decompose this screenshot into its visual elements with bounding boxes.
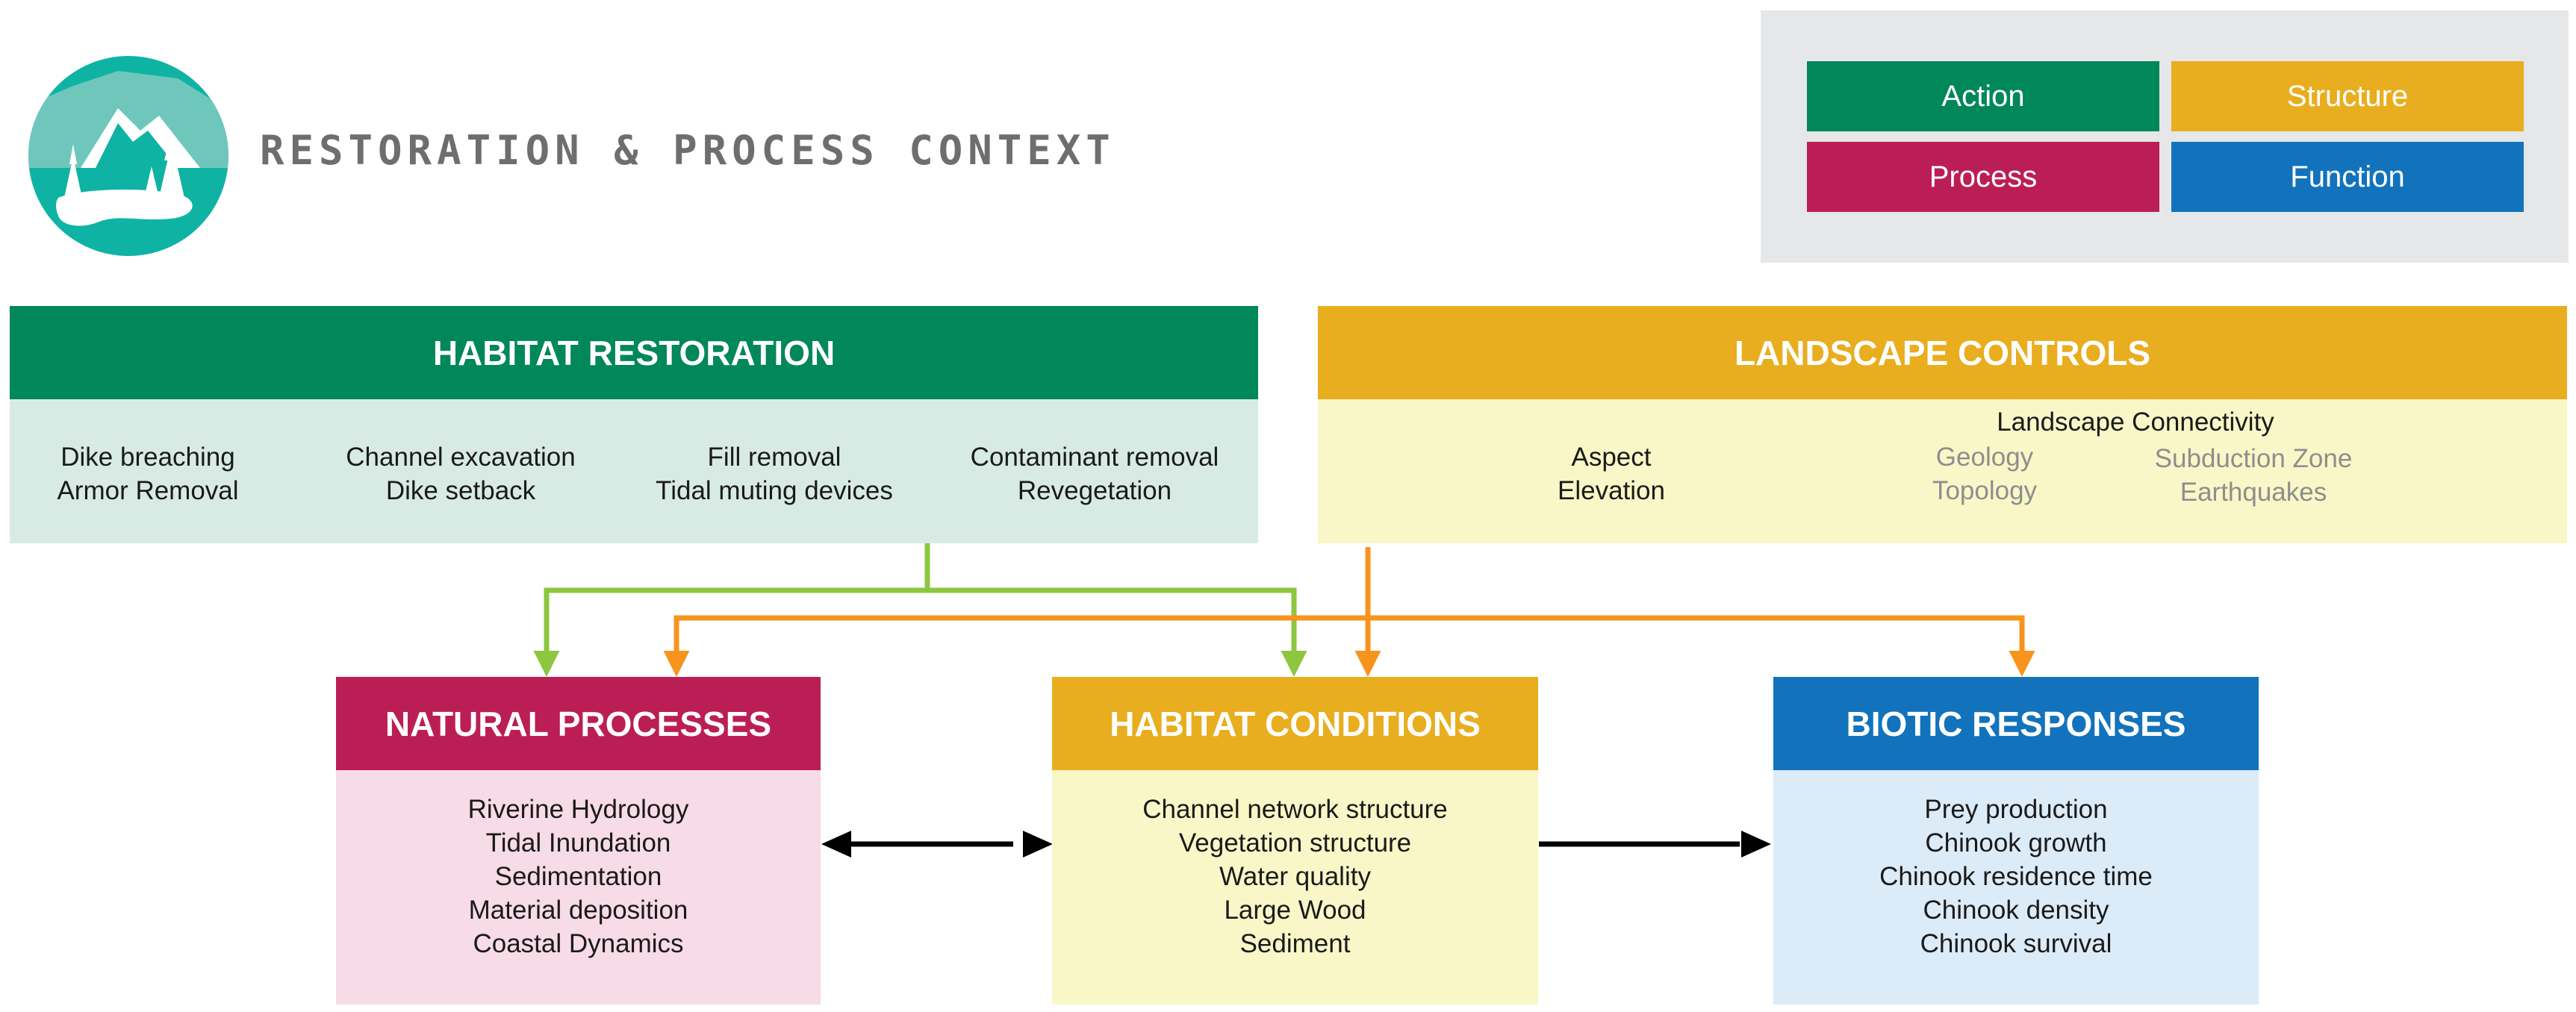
restoration-column-4: Contaminant removal Revegetation bbox=[970, 443, 1219, 505]
landscape-column-2: Geology Topology bbox=[1932, 443, 2038, 505]
landscape-column-3: Subduction Zone Earthquakes bbox=[2154, 444, 2353, 507]
list-item: Prey production bbox=[1924, 795, 2108, 824]
restoration-column-2: Channel excavation Dike setback bbox=[346, 443, 576, 505]
biotic-responses-box: BIOTIC RESPONSES Prey production Chinook… bbox=[1773, 677, 2259, 1005]
habitat-conditions-list: Channel network structure Vegetation str… bbox=[1052, 793, 1538, 961]
list-item: Sediment bbox=[1239, 929, 1351, 958]
natural-processes-box: NATURAL PROCESSES Riverine Hydrology Tid… bbox=[336, 677, 821, 1005]
natural-processes-title: NATURAL PROCESSES bbox=[336, 677, 821, 770]
landscape-controls-title: LANDSCAPE CONTROLS bbox=[1318, 306, 2567, 399]
list-item: Channel network structure bbox=[1142, 795, 1448, 824]
legend-action: Action bbox=[1807, 61, 2159, 131]
list-item: Chinook survival bbox=[1920, 929, 2112, 958]
restoration-column-3: Fill removal Tidal muting devices bbox=[656, 443, 893, 505]
list-item: Vegetation structure bbox=[1178, 828, 1412, 858]
list-item: Coastal Dynamics bbox=[473, 929, 684, 958]
list-item: Large Wood bbox=[1224, 896, 1366, 925]
process-conditions-arrow bbox=[821, 831, 1053, 858]
natural-processes-list: Riverine Hydrology Tidal Inundation Sedi… bbox=[336, 793, 821, 961]
habitat-restoration-box: HABITAT RESTORATION Dike breaching Armor… bbox=[10, 306, 1258, 543]
conditions-biotic-arrow bbox=[1539, 831, 1771, 858]
list-item: Water quality bbox=[1219, 862, 1371, 891]
restoration-column-1: Dike breaching Armor Removal bbox=[57, 443, 239, 505]
biotic-responses-list: Prey production Chinook growth Chinook r… bbox=[1773, 793, 2259, 961]
list-item: Material deposition bbox=[468, 896, 688, 925]
list-item: Tidal Inundation bbox=[485, 828, 671, 858]
legend-function: Function bbox=[2171, 142, 2524, 212]
habitat-conditions-box: HABITAT CONDITIONS Channel network struc… bbox=[1052, 677, 1538, 1005]
legend-structure: Structure bbox=[2171, 61, 2524, 131]
page-title: RESTORATION & PROCESS CONTEXT bbox=[260, 127, 1116, 174]
habitat-restoration-title: HABITAT RESTORATION bbox=[10, 306, 1258, 399]
landscape-controls-box: LANDSCAPE CONTROLS Landscape Connectivit… bbox=[1318, 306, 2567, 543]
list-item: Chinook residence time bbox=[1879, 862, 2153, 891]
orange-connector bbox=[663, 547, 2035, 677]
landscape-column-1: Aspect Elevation bbox=[1558, 443, 1665, 505]
landscape-connectivity-label: Landscape Connectivity bbox=[1997, 407, 2274, 437]
list-item: Riverine Hydrology bbox=[467, 795, 689, 824]
legend-process: Process bbox=[1807, 142, 2159, 212]
estuary-mountains-trees-icon bbox=[28, 56, 228, 256]
list-item: Chinook growth bbox=[1925, 828, 2107, 858]
list-item: Chinook density bbox=[1923, 896, 2109, 925]
green-connector bbox=[533, 543, 1307, 677]
habitat-conditions-title: HABITAT CONDITIONS bbox=[1052, 677, 1538, 770]
biotic-responses-title: BIOTIC RESPONSES bbox=[1773, 677, 2259, 770]
list-item: Sedimentation bbox=[494, 862, 662, 891]
legend: Action Structure Process Function bbox=[1761, 10, 2569, 263]
